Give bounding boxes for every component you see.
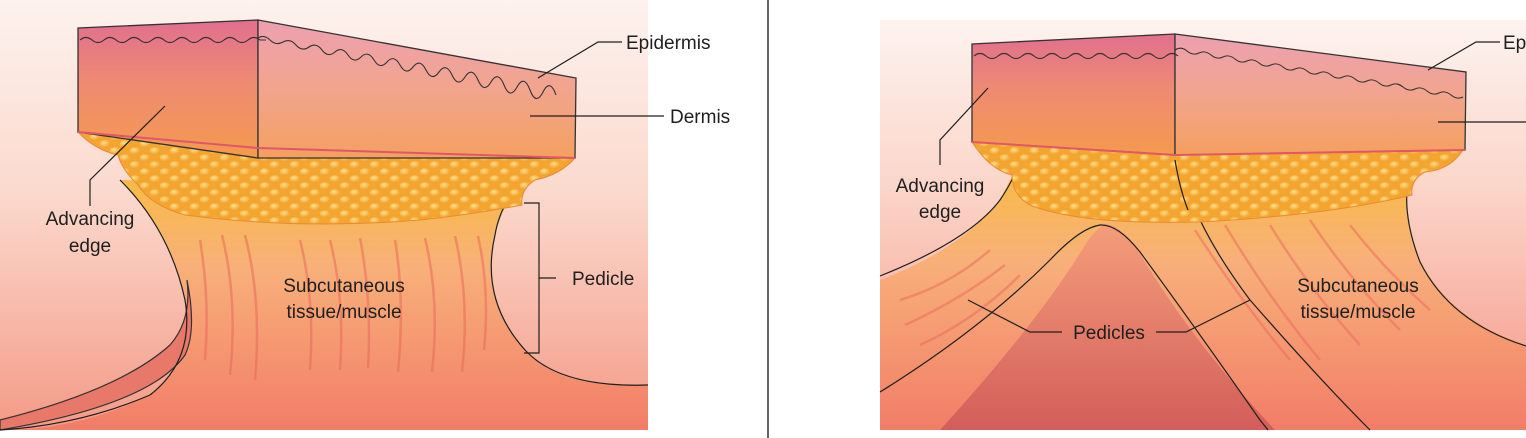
label-subcutaneous-right-2: tissue/muscle bbox=[1300, 302, 1415, 323]
label-epidermis: Epidermis bbox=[626, 33, 710, 54]
label-subcutaneous-1: Subcutaneous bbox=[283, 276, 405, 297]
muscle-striations-right bbox=[899, 219, 1431, 361]
label-advancing-edge-1: Advancing bbox=[46, 209, 135, 230]
label-subcutaneous-right-1: Subcutaneous bbox=[1297, 276, 1419, 297]
label-pedicles: Pedicles bbox=[1073, 323, 1145, 344]
label-pedicle: Pedicle bbox=[572, 269, 634, 290]
label-advancing-edge-right-2: edge bbox=[919, 202, 961, 223]
pedicle-stalk bbox=[0, 180, 648, 430]
skin-block-left-face-right bbox=[971, 33, 1176, 156]
central-wedge bbox=[940, 224, 1275, 430]
label-dermis: Dermis bbox=[670, 107, 730, 128]
panel-left: Epidermis Dermis Advancing edge Subcutan… bbox=[0, 0, 730, 431]
label-epidermis-right: Ep bbox=[1503, 33, 1526, 54]
epidermis-line-right bbox=[973, 47, 1464, 99]
label-advancing-edge-2: edge bbox=[69, 236, 111, 257]
panel-right: Ep Advancing edge Subcutaneous tissue/mu… bbox=[879, 20, 1526, 431]
muscle-striations bbox=[198, 234, 488, 381]
label-subcutaneous-2: tissue/muscle bbox=[286, 302, 401, 323]
flap-edge-left bbox=[0, 279, 193, 431]
fat-layer-right bbox=[971, 141, 1464, 223]
label-advancing-edge-right-1: Advancing bbox=[896, 176, 985, 197]
epidermis-line bbox=[79, 35, 557, 100]
